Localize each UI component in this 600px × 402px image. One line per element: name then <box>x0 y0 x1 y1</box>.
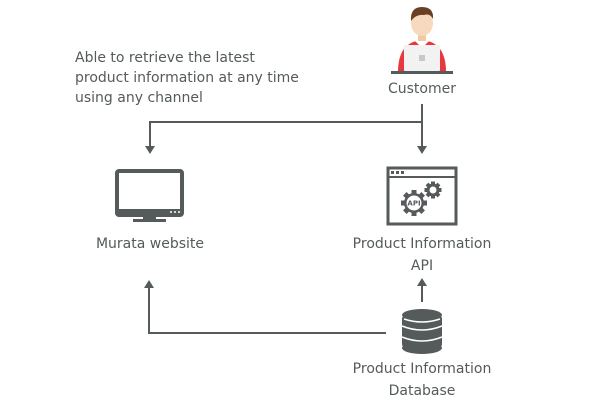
note-line-2: product information at any time <box>75 70 299 86</box>
database-label: Product Information Database <box>340 358 504 402</box>
api-label-line-1: Product Information <box>352 236 492 252</box>
arrowhead-api-top <box>417 146 427 154</box>
arrowhead-api-bottom <box>417 278 427 286</box>
note-line-1: Able to retrieve the latest <box>75 50 255 66</box>
edge-customer-to-website <box>149 104 423 146</box>
arrowhead-website-top <box>145 146 155 154</box>
svg-text:API: API <box>407 200 420 208</box>
database-label-line-1: Product Information <box>352 361 492 377</box>
api-label-line-2: API <box>410 258 434 274</box>
channel-note: Able to retrieve the latest product info… <box>75 48 299 108</box>
customer-label: Customer <box>387 81 456 97</box>
database-label-line-2: Database <box>388 383 456 399</box>
note-line-3: using any channel <box>75 90 203 106</box>
edge-database-to-website <box>148 288 386 334</box>
api-label: Product Information API <box>340 233 504 277</box>
website-label: Murata website <box>95 236 205 252</box>
arrowhead-website-bottom <box>144 280 154 288</box>
